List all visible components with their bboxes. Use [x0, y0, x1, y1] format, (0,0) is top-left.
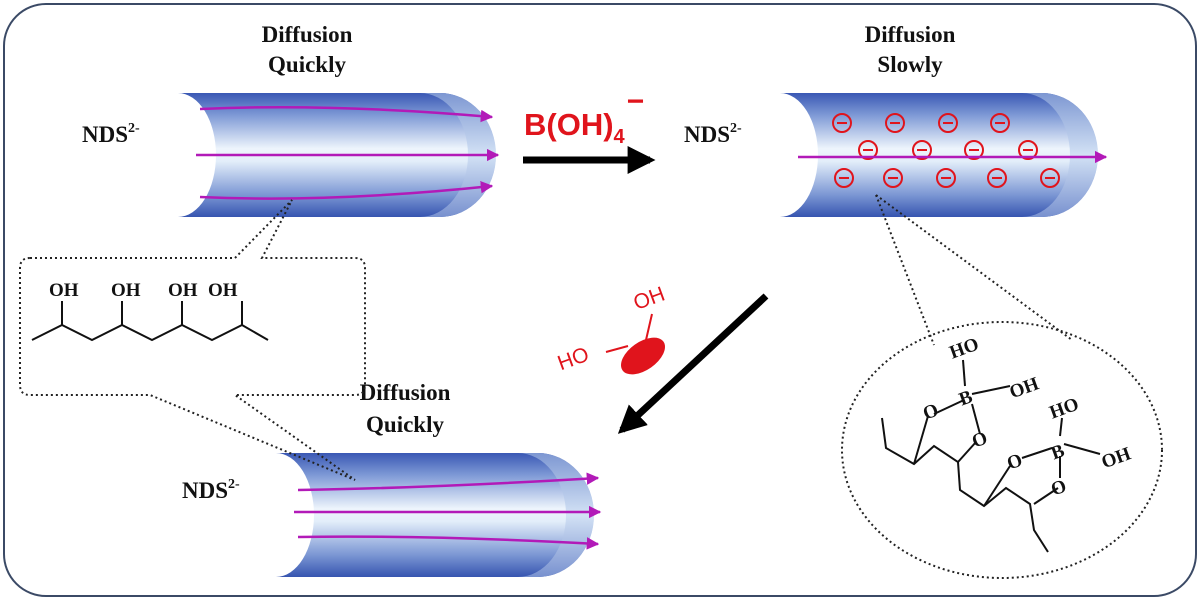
negative-charge-icon: [938, 113, 958, 133]
negative-charge-icon: [936, 168, 956, 188]
tube-top-right-title-2: Slowly: [877, 52, 943, 77]
b-oh-bond: [1059, 417, 1063, 437]
diol-bond: [605, 345, 629, 353]
borate-o-label: O: [1048, 476, 1069, 501]
diol-oh-label: OH: [631, 282, 668, 314]
tube-top-left: [178, 93, 500, 217]
negative-charge-icon: [1040, 168, 1060, 188]
diol-backbone-shape: [621, 337, 665, 375]
tube-rim: [420, 93, 496, 217]
negative-charge-icon: [964, 140, 984, 160]
borate-o-label: O: [969, 428, 990, 453]
negative-charges: [832, 113, 1060, 188]
flow-arrow: [199, 180, 494, 200]
borate-oh-label: OH: [1099, 443, 1134, 473]
tube-body: [780, 93, 1098, 217]
borate-o-label: O: [1004, 450, 1025, 475]
borate-ho-label: HO: [1047, 394, 1082, 424]
tube-top-right: [780, 93, 1108, 217]
negative-charge-icon: [834, 168, 854, 188]
tube-bottom-title-1: Diffusion: [360, 380, 451, 405]
diol-ho-label: HO: [555, 343, 592, 375]
flow-arrow: [199, 105, 494, 123]
negative-charge-icon: [987, 168, 1007, 188]
borate-b-label: B: [956, 386, 975, 410]
reaction-arrow-diagonal: [617, 293, 769, 434]
borate-o-label: O: [920, 400, 941, 425]
borate-backbone: [881, 417, 1049, 553]
callout-border: [19, 199, 366, 481]
negative-charge-icon: [990, 113, 1010, 133]
tube-rim: [518, 453, 594, 577]
tube-top-right-title-1: Diffusion: [865, 22, 956, 47]
tube-rim: [1022, 93, 1098, 217]
negative-charge-icon: [883, 168, 903, 188]
borate-callout: HO O B OH O HO O B OH O: [841, 194, 1163, 579]
pva-oh-label: OH: [168, 280, 198, 301]
ring-bond: [1021, 447, 1053, 459]
negative-charge-icon: [858, 140, 878, 160]
tube-body: [276, 453, 594, 577]
tube-bottom-title-2: Quickly: [366, 412, 444, 437]
flow-arrow: [297, 472, 600, 492]
pva-oh-label: OH: [111, 280, 141, 301]
callout-pointer: [875, 194, 935, 346]
flow-arrow: [297, 535, 600, 550]
borate-reagent-label: B(OH)4−: [524, 85, 644, 148]
negative-charge-icon: [1018, 140, 1038, 160]
tube-top-left-title-1: Diffusion: [262, 22, 353, 47]
callout-border: [841, 321, 1163, 579]
tube-top-left-title-2: Quickly: [268, 52, 346, 77]
b-oh-bond: [962, 359, 966, 387]
b-oh-bond: [971, 385, 1011, 395]
negative-charge-icon: [912, 140, 932, 160]
borate-oh-label: OH: [1007, 373, 1042, 403]
ring-bond: [971, 403, 981, 435]
ring-bond: [957, 441, 977, 463]
species-label-top-right: NDS2-: [684, 121, 742, 147]
ring-bond: [913, 415, 929, 465]
diol-bond: [645, 313, 653, 341]
ring-bond: [933, 399, 965, 415]
tube-bottom: [276, 453, 602, 577]
callout-pointer: [875, 194, 1073, 341]
borate-ho-label: HO: [947, 334, 982, 364]
negative-charge-icon: [885, 113, 905, 133]
outer-frame: [3, 3, 1197, 597]
ring-bond: [983, 465, 1011, 507]
species-label-top-left: NDS2-: [82, 121, 140, 147]
pva-backbone: [31, 323, 269, 342]
pva-oh-label: OH: [49, 280, 79, 301]
b-oh-bond: [1063, 443, 1101, 455]
pva-oh-label: OH: [208, 280, 238, 301]
ring-bond: [1033, 487, 1059, 505]
diol-reagent: HO OH: [555, 282, 668, 375]
species-label-bottom: NDS2-: [182, 477, 240, 503]
negative-charge-icon: [832, 113, 852, 133]
pva-callout: OH OH OH OH: [19, 199, 366, 481]
